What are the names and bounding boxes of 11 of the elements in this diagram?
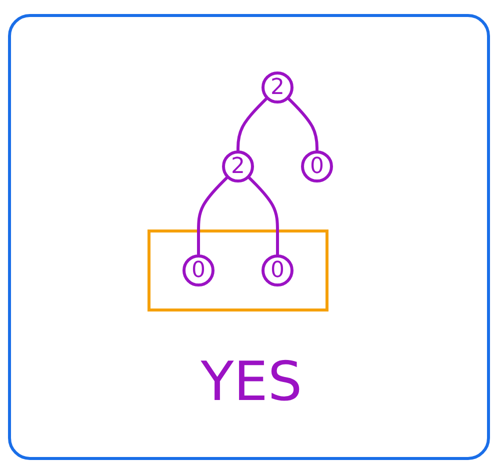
node-circle: 0	[182, 254, 214, 286]
connector	[286, 96, 318, 152]
connector	[196, 175, 229, 256]
node-circle: 0	[300, 150, 333, 182]
node-circle: 2	[222, 150, 254, 182]
node-circle: 2	[261, 71, 294, 103]
cluster	[147, 229, 328, 311]
connector	[246, 175, 279, 256]
node-circle: 0	[261, 254, 294, 286]
note-text: YES	[200, 350, 302, 413]
connector	[236, 96, 268, 152]
